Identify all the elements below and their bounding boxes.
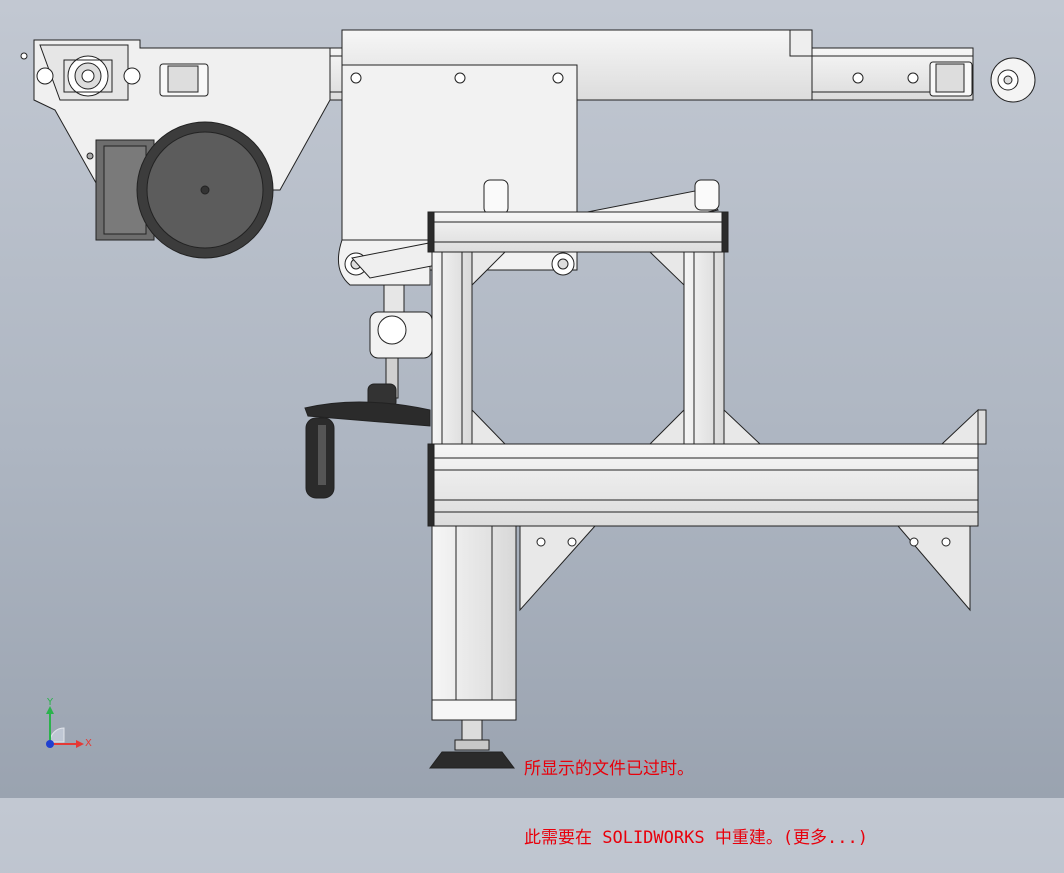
warning-line-2[interactable]: 此需要在 SOLIDWORKS 中重建。(更多...) — [524, 828, 868, 848]
coordinate-triad: Y X — [38, 697, 98, 758]
assembly-drawing[interactable] — [0, 0, 1064, 798]
y-axis-label: Y — [47, 697, 54, 708]
x-axis-label: X — [85, 738, 92, 749]
center-mount-plate[interactable] — [337, 29, 813, 286]
leveling-foot[interactable] — [429, 719, 515, 769]
warning-line-1: 所显示的文件已过时。 — [524, 759, 694, 779]
triad-axes-icon — [46, 706, 84, 748]
rebuild-warning-message[interactable]: 所显示的文件已过时。 此需要在 SOLIDWORKS 中重建。(更多...) — [524, 712, 868, 873]
graphics-viewport[interactable]: 所显示的文件已过时。 此需要在 SOLIDWORKS 中重建。(更多...) Y… — [0, 0, 1064, 848]
right-tail-pulley[interactable] — [929, 57, 1036, 103]
handwheel-adjuster[interactable] — [304, 284, 433, 499]
gear-motor[interactable] — [86, 121, 274, 259]
profile-frame[interactable] — [427, 211, 987, 721]
